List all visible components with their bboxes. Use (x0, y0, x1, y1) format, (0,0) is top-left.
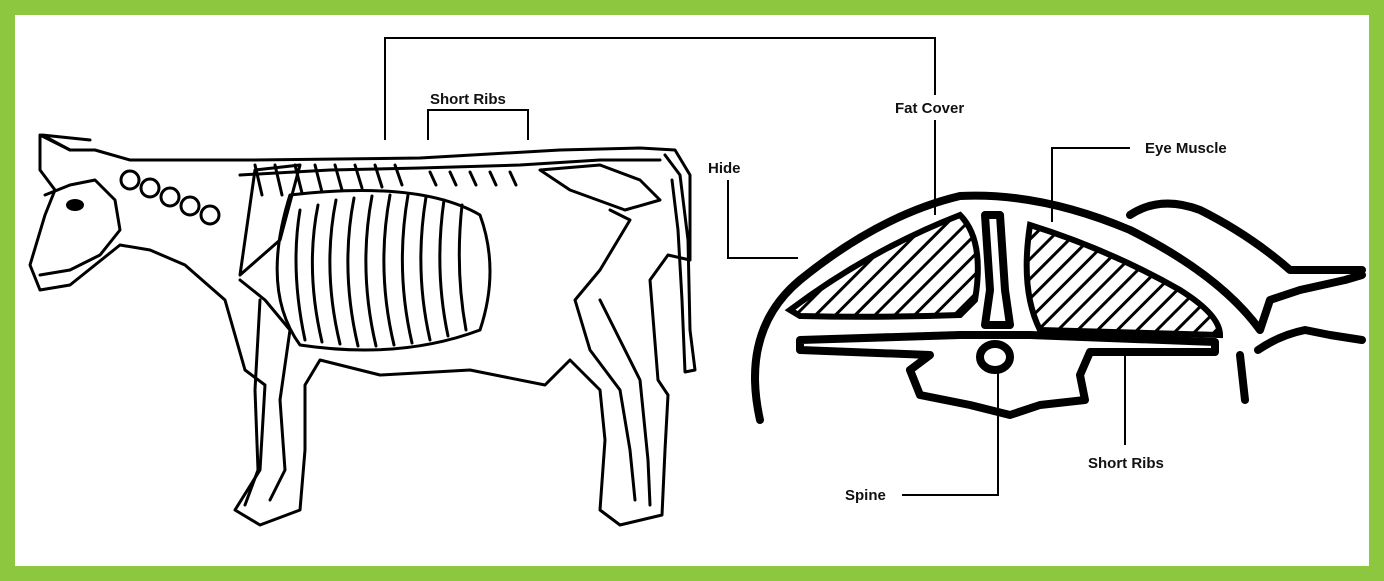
hide-right-fold (1130, 204, 1362, 270)
label-eye-muscle: Eye Muscle (1145, 140, 1227, 157)
cow-horn (42, 135, 90, 150)
label-short-ribs-bottom: Short Ribs (1088, 455, 1164, 472)
eye-muscle-right (1027, 225, 1220, 335)
cow-eye-socket (66, 199, 84, 211)
hide-leader (728, 180, 798, 258)
hind-leg-bones (575, 210, 650, 505)
pelvis (540, 165, 660, 210)
shoulder-blade (240, 165, 300, 275)
hide-lower-right (1240, 330, 1362, 400)
label-short-ribs-top: Short Ribs (430, 91, 506, 108)
cow-skeleton-illustration (30, 135, 695, 525)
spinous-process (985, 215, 1010, 325)
short-ribs-bracket (428, 110, 528, 140)
label-spine: Spine (845, 487, 886, 504)
spinal-canal (980, 344, 1010, 370)
neck-vertebrae (121, 171, 219, 224)
label-fat-cover: Fat Cover (895, 100, 964, 117)
fat-cover-connector (385, 38, 935, 140)
loin-cross-section (755, 196, 1362, 420)
ribs (296, 195, 466, 346)
label-hide: Hide (708, 160, 741, 177)
cow-body-outline (30, 135, 690, 525)
